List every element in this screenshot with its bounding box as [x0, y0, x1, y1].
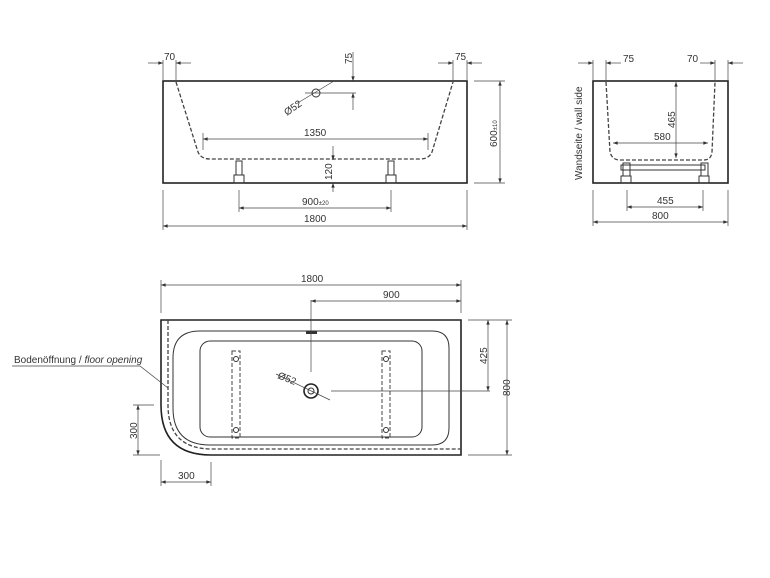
side-view: Wandseite / wall side 75 70 465 580 455 …: [574, 54, 743, 226]
floor-opening-label: Bodenöffnung / floor opening: [14, 355, 143, 366]
dim-side-rim-right: 70: [687, 54, 699, 65]
dim-feet-spacing: 900±20: [302, 197, 329, 208]
support-rail-right: [381, 350, 391, 439]
dim-drain-x: 900: [383, 290, 400, 301]
dim-rim-right: 75: [455, 52, 467, 63]
feet-side: [620, 162, 710, 184]
dim-width: 800: [652, 211, 669, 222]
dim-plan-drain-dia: Ø52: [276, 371, 298, 388]
feet: [233, 160, 397, 184]
plan-view: Ø52 1800 900 425 800 300 300 Bodenöffnun…: [12, 274, 513, 486]
dim-drain-offset: 75: [344, 52, 355, 64]
dim-plan-width: 800: [502, 379, 513, 396]
rim-contour: [172, 330, 450, 446]
tub-outline-side: [592, 80, 729, 184]
front-view: 70 75 75 Ø52 1350 120 900±20 1800 600±10: [148, 52, 505, 230]
dim-opening-width: 300: [178, 471, 195, 482]
dim-drain-dia: Ø52: [282, 98, 304, 118]
dim-inner-length: 1350: [304, 128, 327, 139]
dim-drain-y: 425: [479, 347, 490, 364]
overflow-icon-plan: [306, 331, 317, 334]
basin-contour: [175, 81, 454, 160]
dim-side-rim-left: 75: [623, 54, 635, 65]
basin-contour-side: [605, 81, 716, 161]
dim-length: 1800: [304, 214, 327, 225]
support-rail-left: [231, 350, 241, 439]
dim-height: 600±10: [489, 120, 500, 147]
wall-side-label: Wandseite / wall side: [574, 86, 585, 180]
dim-depth: 465: [667, 111, 678, 128]
tub-outline-front: [162, 80, 468, 184]
floor-opening-leader: [12, 365, 169, 389]
drain-icon: [303, 383, 319, 399]
dim-opening-height: 300: [129, 422, 140, 439]
dim-side-feet-spacing: 455: [657, 196, 674, 207]
dim-plan-length: 1800: [301, 274, 324, 285]
dim-foot-height: 120: [324, 163, 335, 180]
dim-rim-left: 70: [164, 52, 176, 63]
floor-opening-outline: [167, 320, 461, 450]
dim-inner-width: 580: [654, 132, 671, 143]
tub-outline-plan: [160, 319, 462, 456]
